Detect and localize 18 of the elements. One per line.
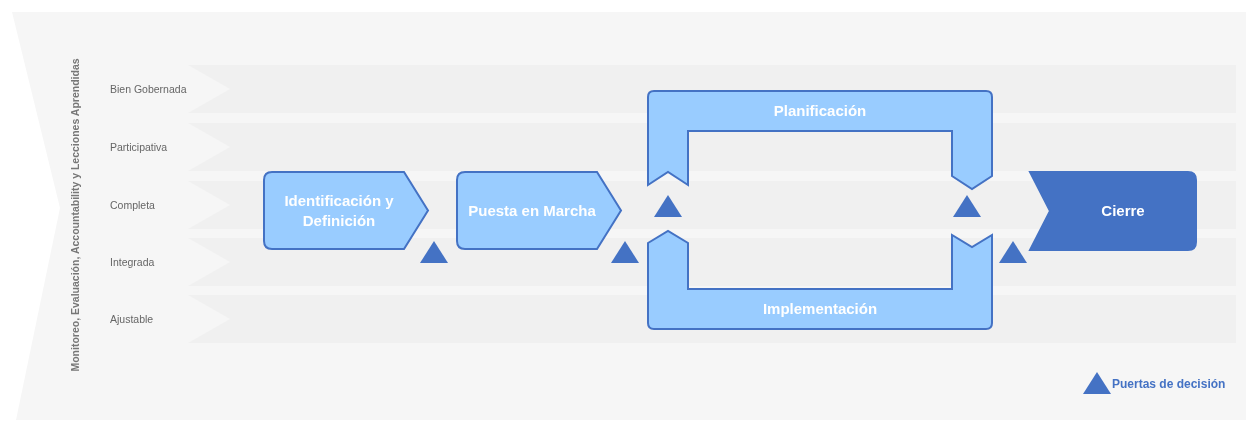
phase-label: Cierre [1100, 201, 1146, 221]
phase-box [264, 172, 428, 249]
closing-phase-box [1030, 172, 1196, 250]
row-label: Integrada [110, 255, 155, 269]
phase-label: Planificación [772, 101, 868, 121]
row-label: Participativa [110, 140, 168, 154]
implementation-phase-box [648, 231, 992, 329]
row-label: Bien Gobernada [110, 82, 187, 96]
side-label: Monitoreo, Evaluación, Accountability y Lecciones Aprendidas [68, 57, 82, 374]
phase-label: Puesta en Marcha [467, 200, 597, 221]
background-chevron-band [12, 12, 1246, 420]
row-label: Completa [110, 198, 155, 212]
row-label: Ajustable [110, 312, 154, 326]
planning-phase-box [648, 91, 992, 189]
phase-label: Identificación y Definición [283, 190, 395, 231]
phase-label: Implementación [761, 299, 879, 319]
phase-box [457, 172, 621, 249]
legend-label: Puertas de decisión [1112, 376, 1226, 392]
